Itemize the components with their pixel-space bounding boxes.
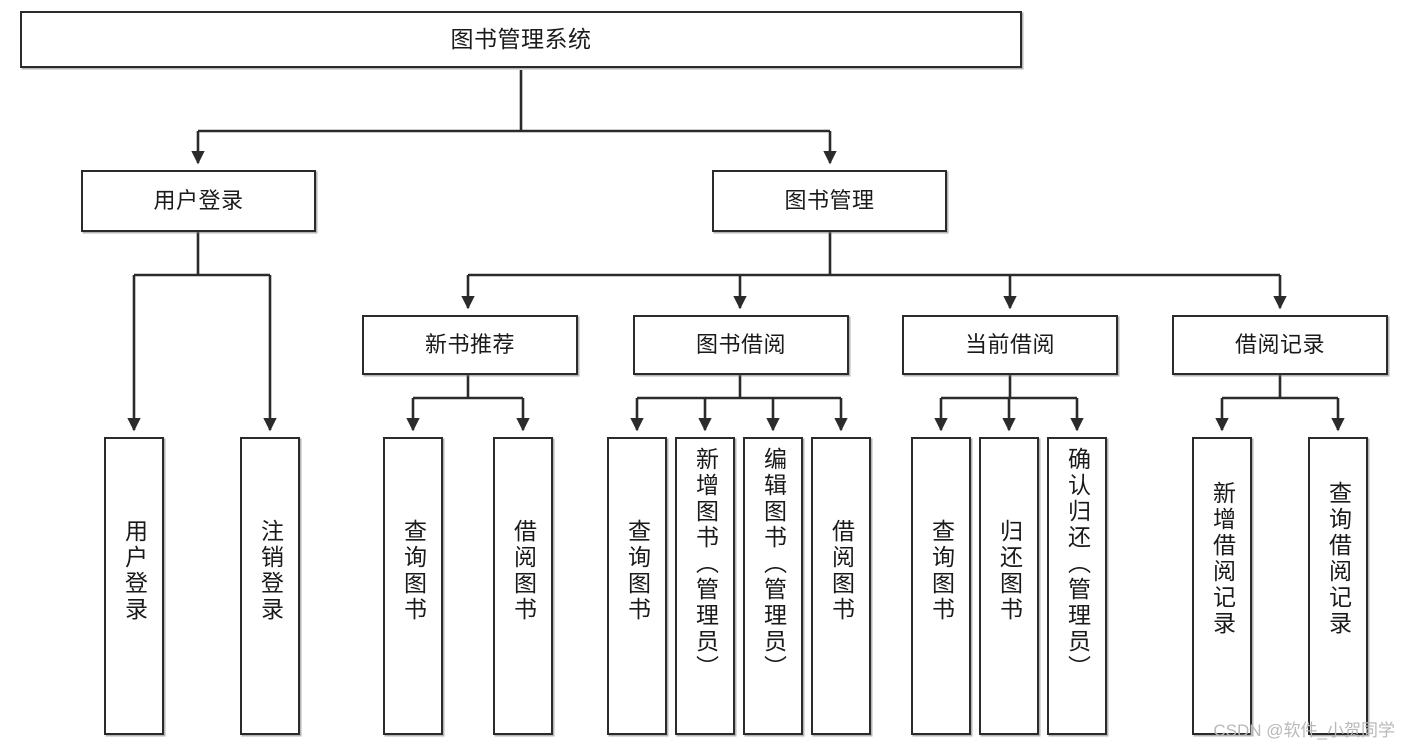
node-label: 编辑图书（管理员） — [760, 447, 787, 681]
node-book-management[interactable]: 图书管理 — [712, 170, 947, 232]
leaf-current-confirm-return-admin[interactable]: 确认归还（管理员） — [1047, 437, 1107, 735]
node-label: 用户登录 — [121, 519, 148, 623]
leaf-borrow-query-book[interactable]: 查询图书 — [607, 437, 667, 735]
node-label: 借阅记录 — [1234, 332, 1325, 358]
node-label: 归还图书 — [996, 519, 1023, 623]
leaf-record-add-record[interactable]: 新增借阅记录 — [1192, 437, 1252, 735]
leaf-user-login-login[interactable]: 用户登录 — [104, 437, 164, 735]
leaf-user-login-logout[interactable]: 注销登录 — [240, 437, 300, 735]
leaf-borrow-add-book-admin[interactable]: 新增图书（管理员） — [675, 437, 735, 735]
csdn-watermark: CSDN @软件_小贺同学 — [1213, 721, 1395, 740]
leaf-recommend-query-book[interactable]: 查询图书 — [383, 437, 443, 735]
node-label: 借阅图书 — [828, 519, 855, 623]
leaf-borrow-borrow-book[interactable]: 借阅图书 — [811, 437, 871, 735]
node-label: 当前借阅 — [964, 332, 1055, 358]
node-current-borrow[interactable]: 当前借阅 — [902, 315, 1118, 375]
node-label: 查询图书 — [400, 519, 427, 623]
node-label: 借阅图书 — [510, 519, 537, 623]
leaf-current-query-book[interactable]: 查询图书 — [911, 437, 971, 735]
node-label: 新书推荐 — [424, 332, 515, 358]
node-label: 注销登录 — [257, 519, 284, 623]
leaf-recommend-borrow-book[interactable]: 借阅图书 — [493, 437, 553, 735]
node-label: 查询图书 — [928, 519, 955, 623]
node-label: 新增借阅记录 — [1209, 481, 1236, 637]
leaf-record-query-record[interactable]: 查询借阅记录 — [1308, 437, 1368, 735]
node-label: 图书借阅 — [695, 332, 786, 358]
leaf-borrow-edit-book-admin[interactable]: 编辑图书（管理员） — [743, 437, 803, 735]
node-label: 新增图书（管理员） — [692, 447, 719, 681]
node-label: 查询图书 — [624, 519, 651, 623]
node-new-book-recommend[interactable]: 新书推荐 — [362, 315, 578, 375]
node-label: 确认归还（管理员） — [1064, 447, 1091, 681]
node-label: 查询借阅记录 — [1325, 481, 1352, 637]
node-label: 图书管理系统 — [450, 26, 592, 53]
leaf-current-return-book[interactable]: 归还图书 — [979, 437, 1039, 735]
node-book-borrow[interactable]: 图书借阅 — [633, 315, 849, 375]
node-borrow-record[interactable]: 借阅记录 — [1172, 315, 1388, 375]
node-user-login[interactable]: 用户登录 — [81, 170, 316, 232]
node-label: 图书管理 — [784, 188, 875, 214]
node-label: 用户登录 — [153, 188, 244, 214]
node-root-system[interactable]: 图书管理系统 — [20, 11, 1022, 68]
